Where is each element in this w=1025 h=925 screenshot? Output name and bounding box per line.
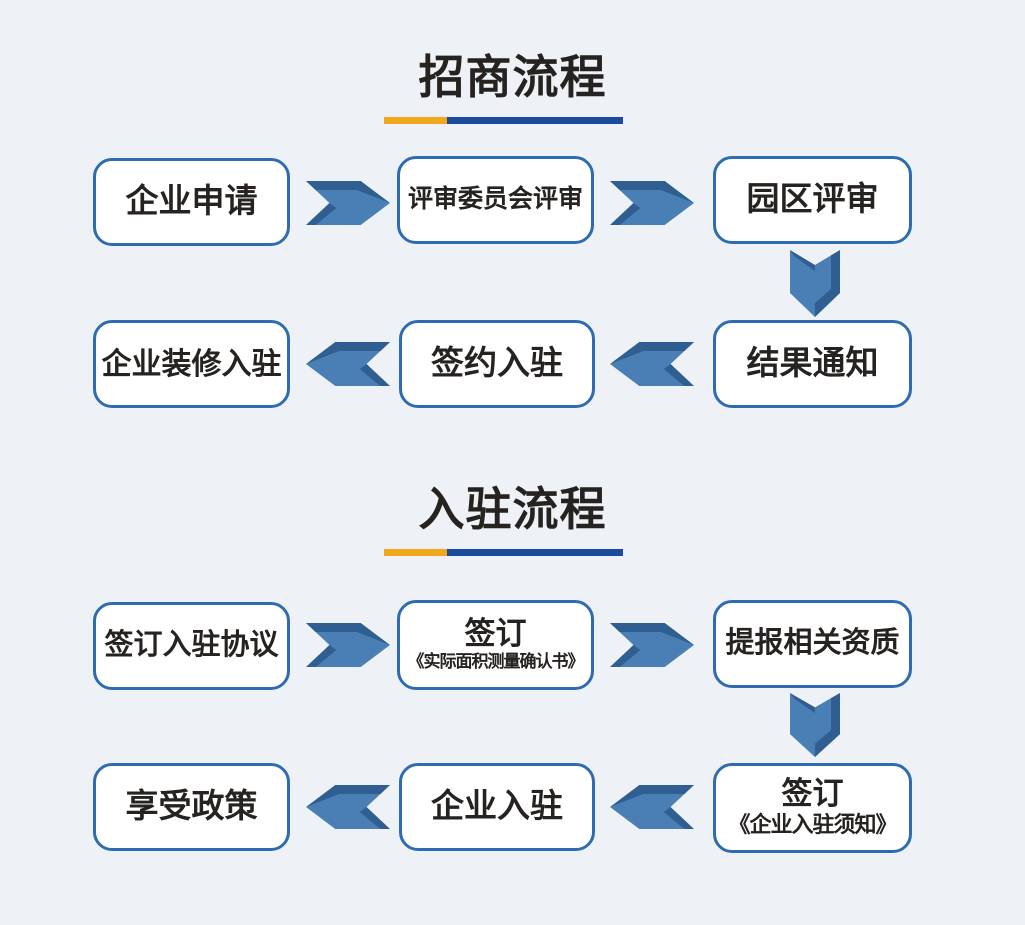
section1-title: 招商流程	[418, 52, 607, 103]
step-label: 签订入驻协议	[104, 629, 279, 662]
step-label: 签订	[781, 776, 844, 812]
step-label: 评审委员会评审	[407, 186, 583, 214]
step-sign-contract: 签约入驻	[399, 320, 595, 408]
arrow-right-icon	[610, 623, 694, 667]
step-enjoy-policy: 享受政策	[93, 763, 290, 851]
step-sublabel: 《企业入驻须知》	[728, 812, 897, 838]
step-label: 企业入驻	[431, 788, 563, 825]
step-company-renovate-movein: 企业装修入驻	[93, 320, 290, 408]
step-label: 享受政策	[125, 788, 258, 825]
step-label: 园区评审	[746, 181, 879, 218]
arrow-down-icon	[790, 693, 840, 757]
arrow-left-icon	[306, 785, 390, 829]
step-label: 企业装修入驻	[101, 347, 282, 381]
underline-orange-segment	[384, 117, 447, 124]
step-company-apply: 企业申请	[93, 158, 290, 246]
underline-blue-segment	[447, 549, 623, 556]
step-submit-qualifications: 提报相关资质	[713, 600, 912, 688]
step-committee-review: 评审委员会评审	[397, 156, 594, 244]
step-label: 签约入驻	[431, 345, 563, 382]
step-label: 签订	[464, 616, 527, 652]
arrow-left-icon	[610, 785, 694, 829]
arrow-down-icon	[790, 250, 840, 317]
underline-orange-segment	[384, 549, 447, 556]
step-company-movein: 企业入驻	[399, 763, 595, 851]
step-sublabel: 《实际面积测量确认书》	[407, 652, 585, 672]
arrow-right-icon	[306, 181, 390, 225]
step-label: 企业申请	[125, 183, 258, 220]
section2-title-underline	[384, 549, 623, 556]
section2-title: 入驻流程	[418, 484, 607, 535]
underline-blue-segment	[447, 117, 623, 124]
step-label: 提报相关资质	[725, 627, 900, 660]
step-result-notice: 结果通知	[713, 320, 912, 408]
step-label: 结果通知	[746, 345, 879, 382]
arrow-right-icon	[306, 623, 390, 667]
step-sign-area-confirmation: 签订 《实际面积测量确认书》	[397, 600, 594, 690]
arrow-right-icon	[610, 181, 694, 225]
arrow-left-icon	[306, 342, 390, 386]
step-park-review: 园区评审	[713, 156, 912, 244]
arrow-left-icon	[610, 342, 694, 386]
section1-title-underline	[384, 117, 623, 124]
step-sign-entry-notice: 签订 《企业入驻须知》	[713, 763, 912, 853]
step-sign-entry-agreement: 签订入驻协议	[93, 602, 290, 690]
